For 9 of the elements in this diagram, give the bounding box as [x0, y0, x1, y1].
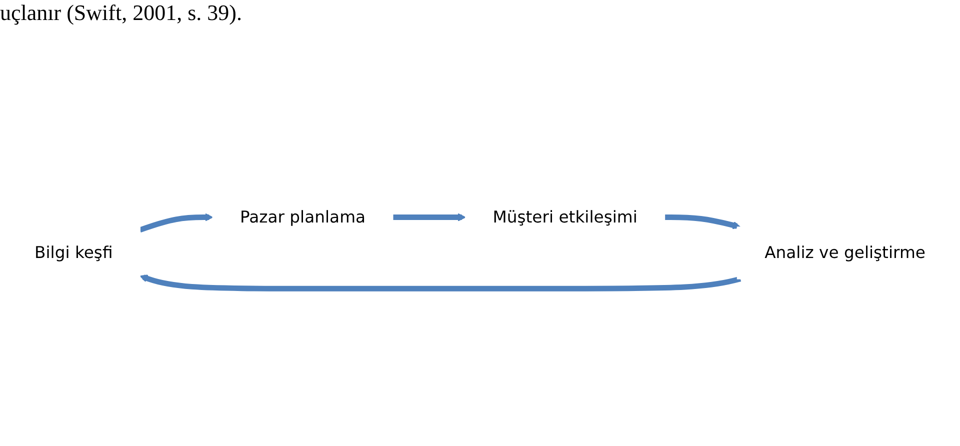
arrow [139, 213, 214, 232]
body-text: uçlanır (Swift, 2001, s. 39). [0, 0, 242, 26]
arrow [140, 274, 742, 292]
arrow [664, 214, 741, 230]
node-text: Müşteri etkileşimi [492, 208, 638, 227]
node-text: Analiz ve geliştirme [764, 243, 926, 262]
node-text: Pazar planlama [240, 208, 366, 227]
arrow [392, 213, 466, 222]
node-text: Bilgi keşfi [34, 243, 113, 262]
